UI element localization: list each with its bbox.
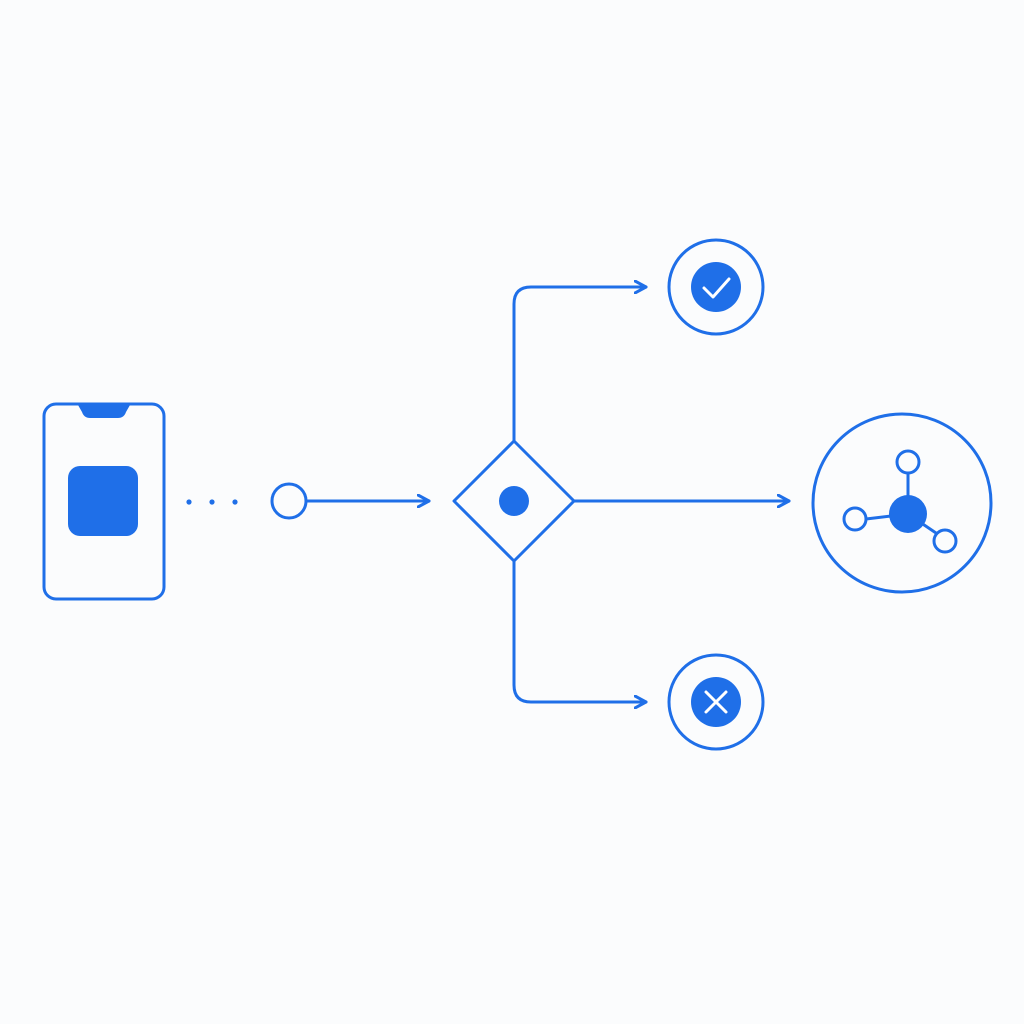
x-circle-icon[interactable]	[667, 653, 765, 751]
edge-decision-to-success	[512, 287, 648, 443]
diamond-icon[interactable]	[452, 439, 576, 563]
network-hub-icon[interactable]	[811, 412, 993, 594]
edge-decision-to-failure	[512, 559, 648, 702]
smartphone-icon[interactable]	[42, 402, 166, 601]
open-circle-icon[interactable]	[270, 482, 308, 520]
check-circle-icon[interactable]	[667, 238, 765, 336]
app-tile-icon	[68, 466, 138, 536]
dotted-connector	[186, 499, 238, 505]
